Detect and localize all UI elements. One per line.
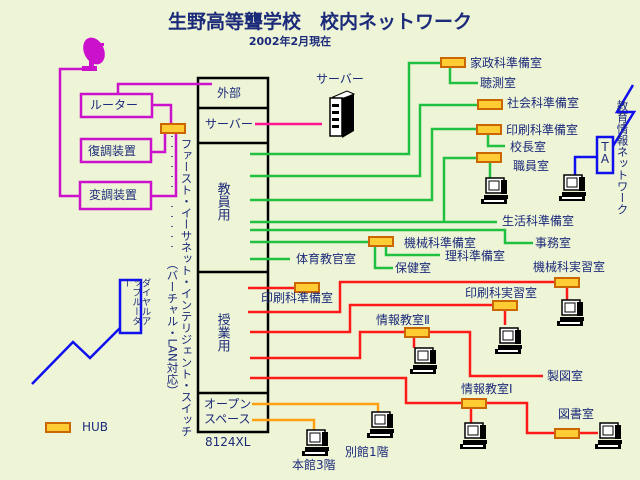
open-space-lines: [252, 402, 380, 430]
room-kasei: 家政科準備室: [470, 56, 543, 70]
dialup-router-box: ダイヤルアップルーター: [120, 278, 151, 326]
room-honkan: 本館3階: [292, 458, 336, 472]
pc-bekkan-icon: [366, 411, 395, 439]
satellite-dish-icon: [82, 37, 105, 71]
dialup-lines: [31, 278, 143, 385]
hub-insatsu-lab: [492, 300, 518, 311]
room-kikai-lab: 機械科実習室: [533, 260, 606, 274]
pc-insatsu-lab-icon: [494, 327, 523, 355]
class-network-lines: [248, 280, 598, 435]
room-bekkan: 別館1階: [345, 445, 389, 459]
education-network-lines: [573, 84, 637, 175]
room-joho2: 情報教室Ⅱ: [376, 313, 430, 327]
hub-insatsu-prep: [476, 124, 502, 135]
section-server: サーバー: [205, 117, 253, 131]
switch-name: ファースト・イーサネット・インテリジェント・スイッチ: [179, 138, 194, 437]
hub-kasei: [440, 57, 466, 68]
room-kouchou: 校長室: [510, 140, 547, 154]
server-tower-icon: [329, 90, 356, 138]
room-insatsu-prep-class: 印刷科準備室: [261, 291, 334, 305]
hub-kikai-prep: [368, 236, 394, 247]
room-kikai-prep: 機械科準備室: [404, 236, 477, 250]
switch-vlan-note: （バーチャル・LAN対応）: [165, 258, 180, 397]
room-joho1: 情報教室Ⅰ: [461, 382, 513, 396]
room-shakai: 社会科準備室: [507, 96, 580, 110]
legend-hub-icon: [45, 422, 71, 433]
ta-box: TA: [600, 140, 610, 166]
education-network-label: 教育情報ネットワーク: [615, 100, 630, 215]
hub-joho2: [404, 327, 430, 338]
hub-tosho: [554, 428, 580, 439]
page-title: 生野高等聾学校 校内ネットワーク: [167, 11, 472, 33]
section-open-1: オープン: [204, 397, 252, 411]
hub-shokuin: [476, 152, 502, 163]
room-seikatsu: 生活科準備室: [502, 214, 575, 228]
hub-external: [160, 123, 186, 134]
legend-hub-label: HUB: [82, 420, 109, 434]
switch-model: 8124XL: [205, 435, 251, 449]
room-tosho: 図書室: [558, 407, 595, 421]
teacher-network-lines: [250, 61, 533, 270]
router-box: ルーター: [90, 98, 139, 112]
demodulator-box: 復調装置: [88, 144, 137, 158]
pc-kikai-lab-icon: [556, 299, 585, 327]
server-label: サーバー: [316, 72, 364, 86]
section-external: 外部: [217, 86, 242, 100]
external-links: [58, 67, 212, 211]
hub-kikai-lab: [554, 277, 580, 288]
pc-shokuin-icon: [480, 177, 509, 205]
hub-joho1: [461, 398, 487, 409]
room-seizu: 製図室: [547, 369, 584, 383]
room-hoken: 保健室: [395, 261, 432, 275]
room-taiiku: 体育教官室: [296, 252, 357, 266]
pc-honkan-icon: [301, 429, 330, 457]
room-insatsu-lab: 印刷科実習室: [465, 286, 538, 300]
switch-8124xl: [196, 76, 270, 434]
date-subtitle: 2002年2月現在: [248, 35, 332, 48]
pc-tosho-icon: [594, 422, 623, 450]
section-teacher: 教員用: [214, 182, 230, 221]
room-insatsu-prep: 印刷科準備室: [506, 123, 579, 137]
room-jimu: 事務室: [535, 236, 572, 250]
section-class: 授業用: [214, 313, 230, 352]
room-rika: 理科準備室: [445, 249, 506, 263]
section-open-2: スペース: [204, 412, 251, 426]
hub-shakai: [477, 99, 503, 110]
pc-joho2-icon: [409, 347, 438, 375]
modulator-box: 変調装置: [89, 188, 138, 202]
pc-ta-icon: [558, 174, 587, 202]
room-shokuin: 職員室: [513, 159, 550, 173]
pc-joho1-icon: [459, 422, 488, 450]
room-choukoku: 聴測室: [480, 76, 517, 90]
